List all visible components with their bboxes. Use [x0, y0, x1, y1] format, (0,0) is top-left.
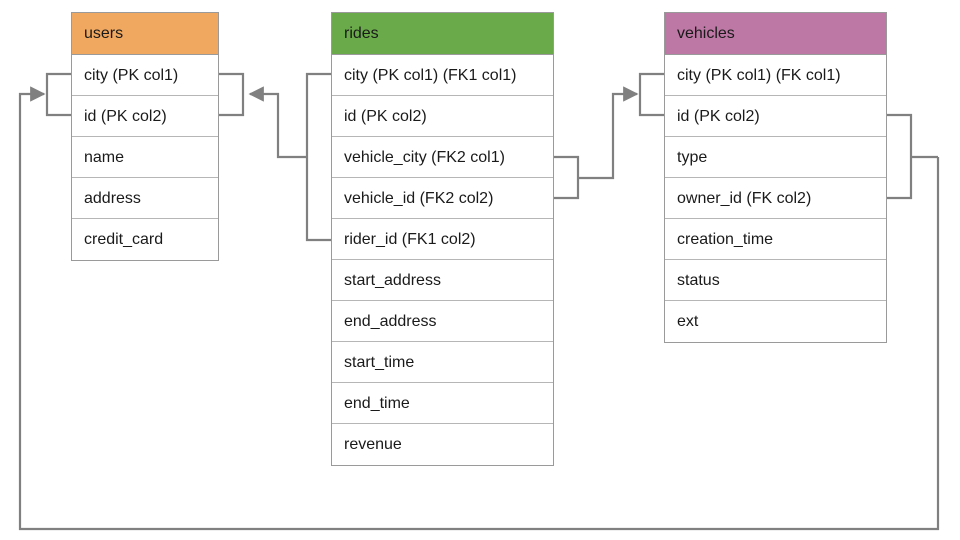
- vehicles-left-bracket: [638, 72, 664, 117]
- entity-vehicles-column-owner-id[interactable]: owner_id (FK col2): [665, 178, 886, 219]
- entity-rides[interactable]: rides city (PK col1) (FK1 col1) id (PK c…: [331, 12, 554, 466]
- entity-rides-column-rider-id[interactable]: rider_id (FK1 col2): [332, 219, 553, 260]
- entity-vehicles-header: vehicles: [665, 13, 886, 55]
- entity-vehicles-column-city[interactable]: city (PK col1) (FK col1): [665, 55, 886, 96]
- entity-rides-column-vehicle-id[interactable]: vehicle_id (FK2 col2): [332, 178, 553, 219]
- entity-vehicles-column-creation-time[interactable]: creation_time: [665, 219, 886, 260]
- rides-to-users-wire: [248, 86, 307, 159]
- entity-rides-column-revenue[interactable]: revenue: [344, 436, 402, 453]
- rides-left-bracket: [305, 72, 331, 242]
- vehicles-right-bracket: [887, 113, 913, 200]
- entity-users[interactable]: users city (PK col1) id (PK col2) name a…: [71, 12, 219, 261]
- entity-users-column-address[interactable]: address: [72, 178, 218, 219]
- entity-rides-column-start-time[interactable]: start_time: [332, 342, 553, 383]
- entity-users-column-id[interactable]: id (PK col2): [72, 96, 218, 137]
- entity-rides-header: rides: [332, 13, 553, 55]
- entity-rides-column-city[interactable]: city (PK col1) (FK1 col1): [332, 55, 553, 96]
- entity-users-header: users: [72, 13, 218, 55]
- entity-vehicles-column-ext[interactable]: ext: [677, 313, 699, 330]
- entity-rides-column-end-time[interactable]: end_time: [332, 383, 553, 424]
- rides-to-vehicles-wire: [578, 86, 639, 180]
- entity-rides-column-id[interactable]: id (PK col2): [332, 96, 553, 137]
- entity-rides-column-start-address[interactable]: start_address: [332, 260, 553, 301]
- entity-users-column-credit-card[interactable]: credit_card: [84, 231, 164, 248]
- entity-vehicles[interactable]: vehicles city (PK col1) (FK col1) id (PK…: [664, 12, 887, 343]
- entity-rides-column-vehicle-city[interactable]: vehicle_city (FK2 col1): [332, 137, 553, 178]
- entity-rides-column-end-address[interactable]: end_address: [332, 301, 553, 342]
- entity-users-column-city[interactable]: city (PK col1): [72, 55, 218, 96]
- entity-vehicles-column-id[interactable]: id (PK col2): [665, 96, 886, 137]
- entity-vehicles-column-status[interactable]: status: [665, 260, 886, 301]
- entity-vehicles-column-type[interactable]: type: [665, 137, 886, 178]
- users-left-bracket: [45, 72, 71, 117]
- rides-right-bracket: [554, 155, 580, 200]
- entity-users-column-name[interactable]: name: [72, 137, 218, 178]
- users-right-bracket: [219, 72, 245, 117]
